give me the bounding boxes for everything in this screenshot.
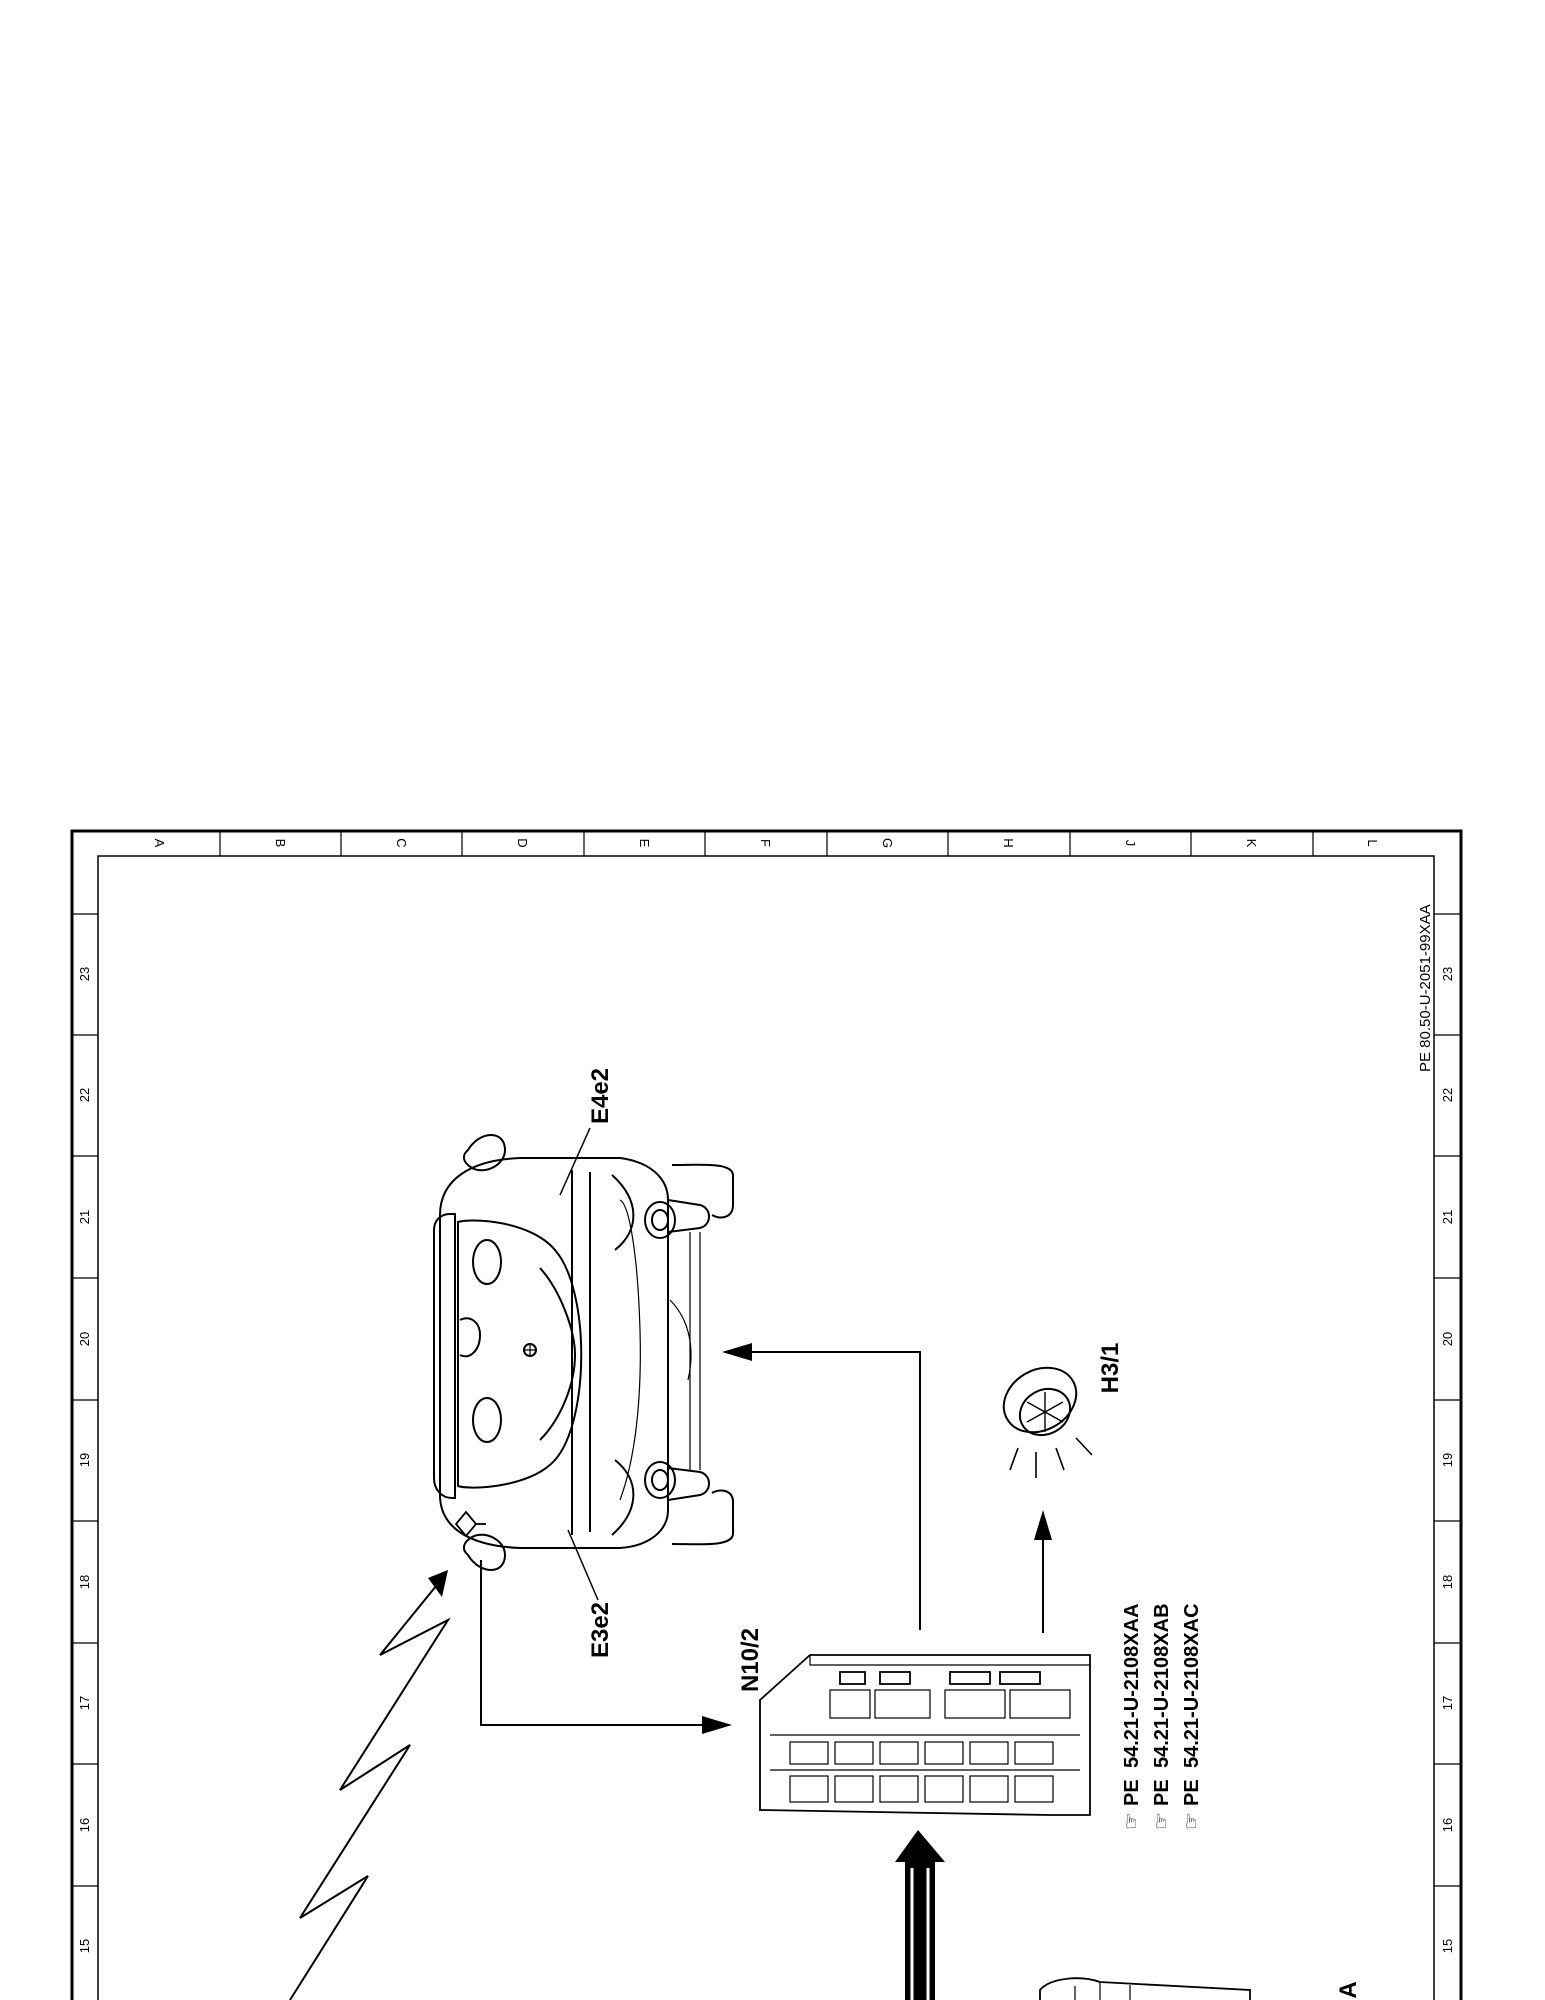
reference-list: ☞ PE 54.21-U-2108XAA ☞ PE 54.21-U-2108XA…: [1121, 1603, 1203, 1830]
reference-code[interactable]: 54.21-U-2108XAA: [1121, 1603, 1143, 1768]
column-letter-d: D: [515, 838, 530, 847]
pointing-hand-icon: ☞: [1181, 1812, 1203, 1830]
reference-prefix: PE: [1151, 1779, 1173, 1806]
reference-code[interactable]: 54.21-U-2108XAC: [1181, 1603, 1203, 1768]
row-number-15: 15: [77, 1939, 92, 1953]
lightning-zigzag-icon: [289, 1574, 451, 2000]
row-number-16: 16: [77, 1818, 92, 1832]
column-letter-g: G: [880, 838, 895, 848]
column-letter-j: J: [1123, 840, 1138, 847]
document-id: PE 80.50-U-2051-99XAA: [1417, 904, 1434, 1072]
row-number-17: 17: [77, 1696, 92, 1710]
reference-prefix: PE: [1121, 1779, 1143, 1806]
warning-indicator-h3-1: [1002, 1366, 1093, 1478]
reference-item: ☞ PE 54.21-U-2108XAB: [1151, 1603, 1173, 1830]
row-number-22: 22: [1440, 1088, 1455, 1102]
key-fob-label: A: [1335, 1981, 1362, 1998]
signal-arrowhead: [428, 1570, 448, 1597]
row-number-22: 22: [77, 1088, 92, 1102]
control-module-label: N10/2: [737, 1628, 764, 1692]
sheet-frame: [70, 829, 1463, 2000]
control-module-n10-2: [759, 1654, 1091, 1816]
lamp-label-e4e2: E4e2: [587, 1068, 614, 1124]
column-letter-a: A: [152, 839, 167, 848]
row-number-21: 21: [77, 1210, 92, 1224]
lamp-label-e3e2: E3e2: [587, 1602, 614, 1658]
row-numbers-left: 23 22 21 20 19 18 17 16 15: [77, 967, 92, 1953]
column-letters: A B C D E F G H J K L: [152, 838, 1380, 848]
column-letter-h: H: [1001, 838, 1016, 847]
row-number-19: 19: [1440, 1453, 1455, 1467]
row-numbers-right: 23 22 21 20 19 18 17 16 15: [1440, 967, 1455, 1953]
row-number-18: 18: [1440, 1575, 1455, 1589]
connection-arrowheads: [702, 1343, 1052, 1734]
signal-connections: [480, 1351, 1044, 1726]
row-number-23: 23: [77, 967, 92, 981]
row-number-21: 21: [1440, 1210, 1455, 1224]
row-number-20: 20: [1440, 1332, 1455, 1346]
row-number-16: 16: [1440, 1818, 1455, 1832]
reference-prefix: PE: [1181, 1779, 1203, 1806]
row-number-20: 20: [77, 1332, 92, 1346]
column-letter-b: B: [273, 839, 288, 848]
row-number-17: 17: [1440, 1696, 1455, 1710]
key-fob-icon: [1039, 1977, 1251, 2000]
row-grid: [72, 913, 1461, 1887]
reference-item: ☞ PE 54.21-U-2108XAA: [1121, 1603, 1143, 1830]
column-letter-l: L: [1365, 839, 1380, 846]
column-letter-f: F: [758, 839, 773, 847]
column-letter-c: C: [394, 838, 409, 847]
lamp-leader-lines: [559, 1127, 599, 1601]
indicator-label: H3/1: [1097, 1343, 1124, 1394]
vehicle-front-view: [433, 1134, 734, 1571]
reference-code[interactable]: 54.21-U-2108XAB: [1151, 1603, 1173, 1768]
row-number-18: 18: [77, 1575, 92, 1589]
column-grid: [219, 831, 1314, 856]
row-number-19: 19: [77, 1453, 92, 1467]
pointing-hand-icon: ☞: [1151, 1812, 1173, 1830]
column-letter-k: K: [1244, 839, 1259, 848]
row-number-15: 15: [1440, 1939, 1455, 1953]
row-number-23: 23: [1440, 967, 1455, 981]
pointing-hand-icon: ☞: [1121, 1812, 1143, 1830]
column-letter-e: E: [637, 839, 652, 848]
receiver-antenna-icon: [454, 1510, 486, 1538]
reference-item: ☞ PE 54.21-U-2108XAC: [1181, 1603, 1203, 1830]
data-bus-arrow: [895, 1830, 945, 2000]
